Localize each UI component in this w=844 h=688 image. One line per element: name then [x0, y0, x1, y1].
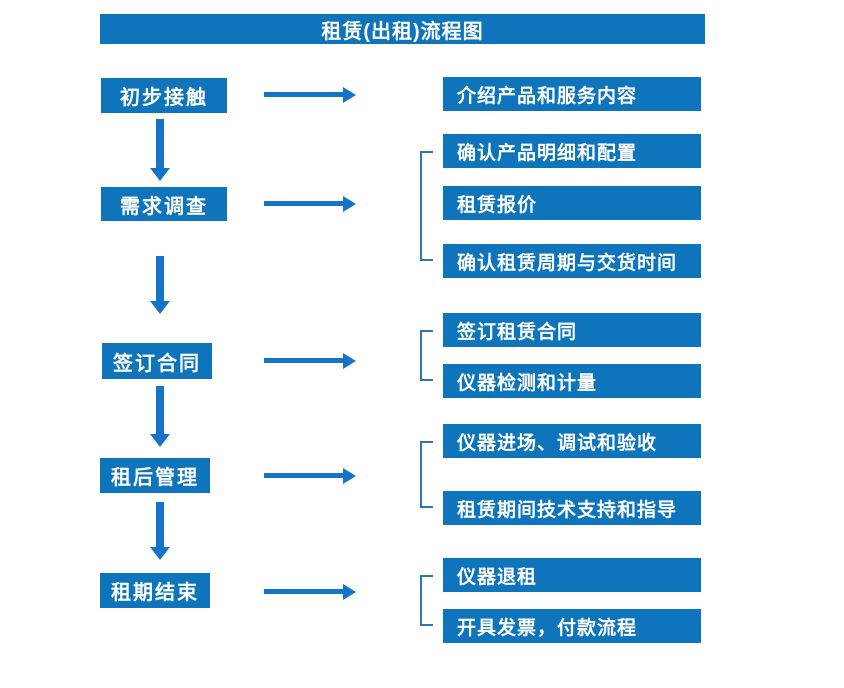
title-bar: 租赁(出租)流程图 [100, 14, 705, 44]
arrow-shaft [264, 92, 345, 97]
detail-label: 确认租赁周期与交货时间 [457, 252, 678, 274]
step-label: 初步接触 [120, 87, 208, 109]
bracket-group-3-icon [420, 330, 433, 381]
arrow-shaft [264, 358, 345, 363]
detail-box-rental-quotation: 租赁报价 [443, 186, 701, 220]
detail-box-confirm-rental-period: 确认租赁周期与交货时间 [443, 244, 701, 278]
step-box-rental-end: 租期结束 [100, 573, 210, 608]
right-arrow-4-icon [264, 468, 356, 484]
step-label: 需求调查 [120, 195, 208, 218]
arrow-shaft [264, 589, 345, 594]
detail-box-confirm-product-details: 确认产品明细和配置 [443, 134, 701, 168]
down-arrow-4-icon [150, 502, 170, 560]
down-arrow-1-icon [150, 119, 170, 181]
down-arrow-3-icon [150, 386, 170, 447]
detail-label: 仪器进场、调试和验收 [457, 432, 658, 454]
bracket-group-5-icon [420, 575, 433, 626]
arrow-head [150, 547, 170, 560]
arrow-head [150, 301, 170, 314]
arrow-shaft [156, 119, 164, 169]
detail-label: 介绍产品和服务内容 [457, 85, 638, 107]
arrow-head [343, 584, 356, 600]
arrow-head [343, 353, 356, 369]
detail-label: 租赁期间技术支持和指导 [457, 499, 678, 521]
detail-box-invoice-payment: 开具发票，付款流程 [443, 609, 701, 643]
step-box-demand-survey: 需求调查 [101, 187, 227, 221]
right-arrow-5-icon [264, 584, 356, 600]
arrow-head [150, 434, 170, 447]
arrow-shaft [156, 502, 164, 548]
detail-label: 开具发票，付款流程 [457, 617, 638, 639]
step-label: 租期结束 [111, 582, 199, 604]
down-arrow-2-icon [150, 256, 170, 314]
detail-label: 签订租赁合同 [457, 321, 578, 343]
arrow-shaft [264, 201, 345, 206]
bracket-group-2-icon [420, 151, 433, 261]
step-box-initial-contact: 初步接触 [101, 78, 227, 113]
detail-box-instrument-testing: 仪器检测和计量 [443, 364, 701, 398]
arrow-head [343, 468, 356, 484]
step-label: 签订合同 [113, 352, 201, 375]
page-title: 租赁(出租)流程图 [321, 20, 484, 43]
arrow-shaft [156, 386, 164, 435]
right-arrow-2-icon [264, 196, 356, 212]
right-arrow-3-icon [264, 353, 356, 369]
detail-label: 仪器退租 [457, 566, 538, 588]
arrow-shaft [264, 473, 345, 478]
detail-box-instrument-return: 仪器退租 [443, 558, 701, 592]
step-box-post-rental-management: 租后管理 [100, 458, 210, 493]
detail-box-sign-rental-contract: 签订租赁合同 [443, 313, 701, 347]
detail-label: 租赁报价 [457, 194, 538, 216]
step-label: 租后管理 [111, 467, 199, 489]
arrow-head [343, 87, 356, 103]
detail-box-technical-support: 租赁期间技术支持和指导 [443, 491, 701, 525]
arrow-shaft [156, 256, 164, 302]
detail-box-introduce-products: 介绍产品和服务内容 [443, 77, 701, 111]
detail-label: 确认产品明细和配置 [457, 142, 638, 164]
arrow-head [150, 168, 170, 181]
step-box-sign-contract: 签订合同 [102, 343, 212, 379]
detail-label: 仪器检测和计量 [457, 372, 598, 394]
detail-box-instrument-setup-acceptance: 仪器进场、调试和验收 [443, 424, 701, 458]
bracket-group-4-icon [420, 441, 433, 508]
right-arrow-1-icon [264, 87, 356, 103]
arrow-head [343, 196, 356, 212]
